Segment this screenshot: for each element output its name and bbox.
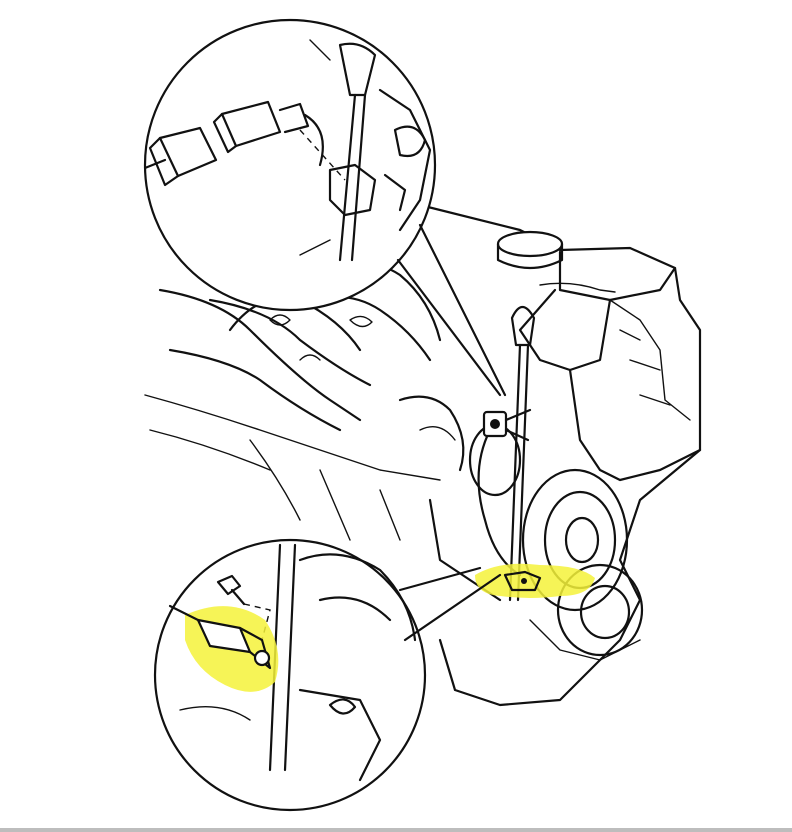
- dipstick: [508, 305, 536, 602]
- harness-connector-male: [212, 100, 324, 167]
- crank-pulley: [521, 468, 644, 657]
- sensor-on-block: [503, 570, 542, 592]
- sensor-detail-callout: [153, 538, 502, 812]
- sensor-bolt: [216, 574, 246, 606]
- sensor-in-detail: [168, 604, 272, 670]
- connector-on-block: [482, 408, 532, 442]
- sensor-highlight-block: [475, 563, 595, 598]
- oil-filler-cap: [496, 230, 564, 258]
- connector-detail-callout: [143, 18, 507, 397]
- bottom-rule: [0, 828, 792, 832]
- harness-connector-female: [143, 126, 218, 187]
